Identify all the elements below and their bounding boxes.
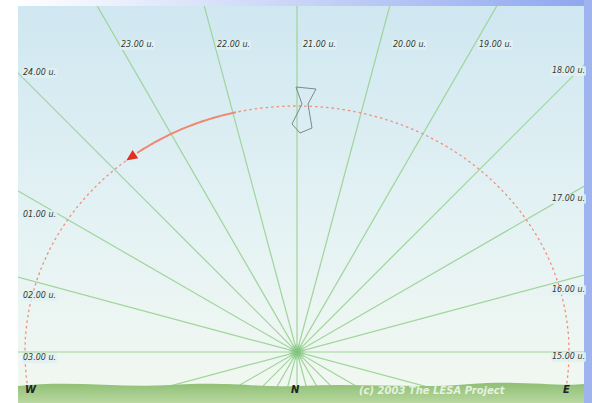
hour-line bbox=[18, 6, 584, 403]
hour-label: 15.00 u. bbox=[551, 352, 586, 362]
constellation bbox=[292, 87, 316, 133]
hour-label: 16.00 u. bbox=[551, 285, 586, 295]
watermark: (c) 2003 The LESA Project bbox=[358, 386, 505, 396]
hour-label: 24.00 u. bbox=[22, 68, 57, 78]
motion-arc bbox=[137, 112, 236, 153]
hour-line bbox=[18, 6, 584, 403]
hour-label: 19.00 u. bbox=[478, 40, 513, 50]
hour-label: 21.00 u. bbox=[302, 40, 337, 50]
hour-label: 02.00 u. bbox=[22, 291, 57, 301]
hour-label: 03.00 u. bbox=[22, 353, 57, 363]
hour-label: 22.00 u. bbox=[216, 40, 251, 50]
hour-label: 20.00 u. bbox=[392, 40, 427, 50]
hour-line bbox=[18, 171, 584, 403]
horizon-label: E bbox=[562, 385, 571, 395]
sky-ground bbox=[18, 0, 592, 403]
hour-line bbox=[18, 6, 584, 403]
hour-line bbox=[18, 6, 584, 403]
motion-arrowhead bbox=[126, 150, 138, 160]
horizon-label: N bbox=[290, 385, 300, 395]
top-bar bbox=[18, 0, 592, 6]
circumpolar-path bbox=[25, 106, 569, 389]
pole-point bbox=[288, 343, 306, 361]
hour-label: 17.00 u. bbox=[551, 194, 586, 204]
hour-lines bbox=[18, 6, 584, 403]
horizon-label: W bbox=[24, 385, 37, 395]
hour-line bbox=[116, 6, 478, 403]
hour-label: 23.00 u. bbox=[120, 40, 155, 50]
hour-label: 18.00 u. bbox=[551, 66, 586, 76]
horizon-hills bbox=[18, 383, 584, 403]
hour-label: 01.00 u. bbox=[22, 210, 57, 220]
hour-line bbox=[18, 6, 584, 403]
hour-line bbox=[18, 6, 584, 403]
